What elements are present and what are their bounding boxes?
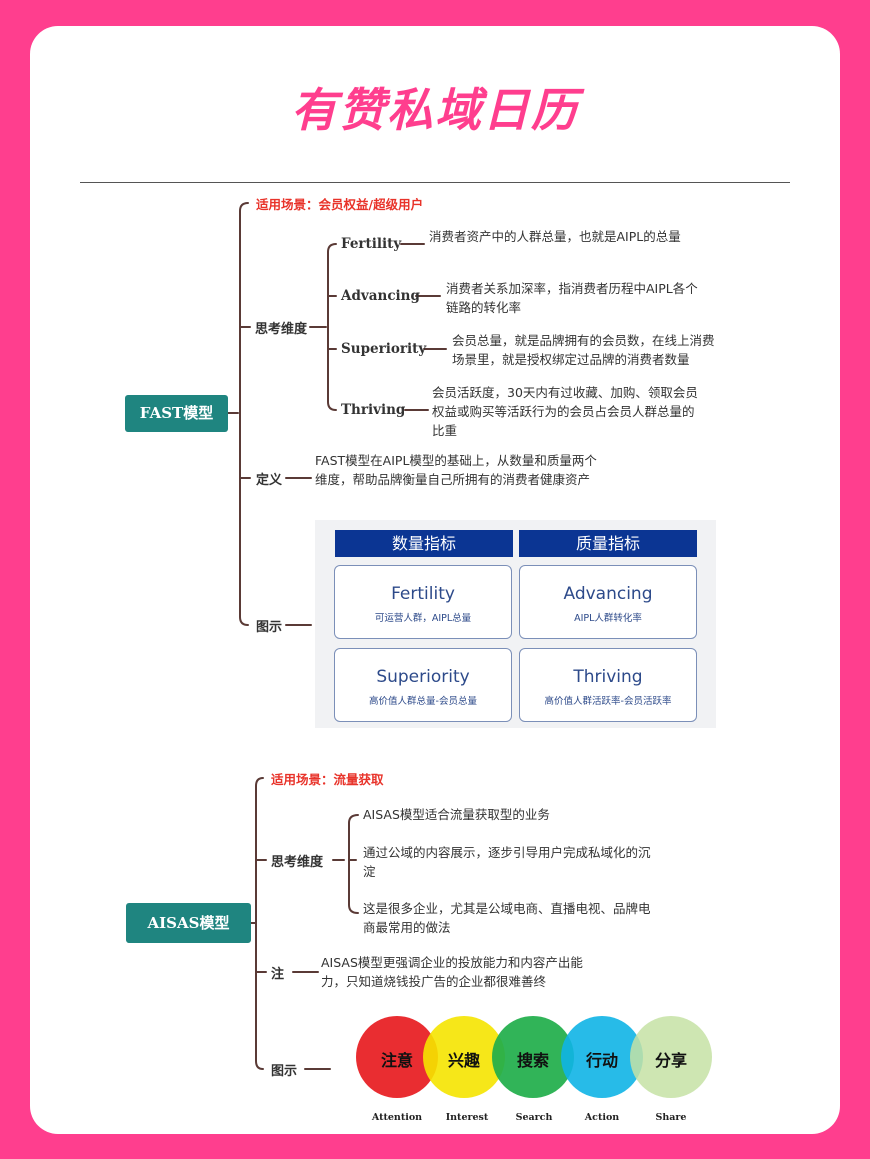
aisas-note: AISAS模型更强调企业的投放能力和内容产出能力，只知道烧钱投广告的企业都很难善… (321, 955, 583, 989)
fast-quadrant-figure: 数量指标 质量指标 Fertility 可运营人群，AIPL总量 Advanci… (315, 520, 716, 728)
quadrant-box-fertility: Fertility 可运营人群，AIPL总量 (334, 565, 512, 639)
quadrant-box-thriving: Thriving 高价值人群活跃率-会员活跃率 (519, 648, 697, 722)
fast-dimension-name: Fertility (341, 236, 402, 252)
fast-model-root: FAST模型 (125, 395, 228, 432)
share-circle (630, 1016, 712, 1098)
quadrant-box-sub: 可运营人群，AIPL总量 (374, 613, 472, 624)
aisas-model-root: AISAS模型 (126, 903, 251, 943)
attention-label: 注意 (380, 1051, 413, 1070)
fast-dimension-name: Advancing (341, 288, 420, 304)
quadrant-box-sub: AIPL人群转化率 (574, 613, 642, 624)
quadrant-box-title: Advancing (563, 584, 653, 604)
share-en: Share (655, 1112, 687, 1123)
quadrant-box-title: Superiority (376, 667, 470, 687)
fast-dimension-desc: 消费者关系加深率，指消费者历程中AIPL各个链路的转化率 (446, 281, 698, 315)
fast-definition: FAST模型在AIPL模型的基础上，从数量和质量两个维度，帮助品牌衡量自己所拥有… (315, 453, 597, 487)
fast-dimension-name: Superiority (341, 341, 427, 357)
search-en: Search (515, 1112, 553, 1123)
search-circle (492, 1016, 574, 1098)
aisas-point: 这是很多企业，尤其是公域电商、直播电视、品牌电商最常用的做法 (363, 901, 651, 935)
fast-scene: 适用场景：会员权益/超级用户 (256, 197, 424, 212)
quadrant-box-advancing: Advancing AIPL人群转化率 (519, 565, 697, 639)
action-en: Action (584, 1112, 620, 1123)
search-label: 搜索 (516, 1051, 549, 1070)
aisas-point: 通过公域的内容展示，逐步引导用户完成私域化的沉淀 (363, 845, 651, 879)
interest-circle (423, 1016, 505, 1098)
quadrant-header-quality: 质量指标 (519, 530, 697, 557)
aisas-think-label: 思考维度 (271, 855, 324, 870)
aisas-fig-label: 图示 (271, 1064, 298, 1079)
fast-dimension-desc: 消费者资产中的人群总量，也就是AIPL的总量 (429, 229, 681, 244)
interest-en: Interest (445, 1112, 489, 1123)
quadrant-box-superiority: Superiority 高价值人群总量-会员总量 (334, 648, 512, 722)
quadrant-header-quantity: 数量指标 (335, 530, 513, 557)
quadrant-box-sub: 高价值人群总量-会员总量 (369, 696, 477, 707)
interest-label: 兴趣 (447, 1051, 480, 1070)
quadrant-box-sub: 高价值人群活跃率-会员活跃率 (544, 696, 672, 707)
aisas-note-label: 注 (271, 967, 285, 982)
page-title: 有赞私域日历 (291, 83, 579, 137)
aisas-point: AISAS模型适合流量获取型的业务 (363, 807, 550, 822)
divider (80, 182, 790, 183)
share-label: 分享 (654, 1051, 687, 1070)
fast-dimension-desc: 会员活跃度，30天内有过收藏、加购、领取会员权益或购买等活跃行为的会员占会员人群… (432, 385, 698, 438)
fast-dimension-name: Thriving (341, 402, 406, 418)
fast-dimension-desc: 会员总量，就是品牌拥有的会员数，在线上消费场景里，就是授权绑定过品牌的消费者数量 (452, 333, 715, 367)
fast-fig-label: 图示 (256, 620, 283, 635)
quadrant-box-title: Fertility (391, 584, 455, 604)
aisas-scene: 适用场景：流量获取 (271, 772, 384, 787)
fast-def-label: 定义 (256, 473, 283, 488)
action-circle (561, 1016, 643, 1098)
action-label: 行动 (585, 1051, 618, 1070)
attention-en: Attention (371, 1112, 423, 1123)
fast-think-label: 思考维度 (255, 322, 308, 337)
quadrant-box-title: Thriving (573, 667, 643, 687)
